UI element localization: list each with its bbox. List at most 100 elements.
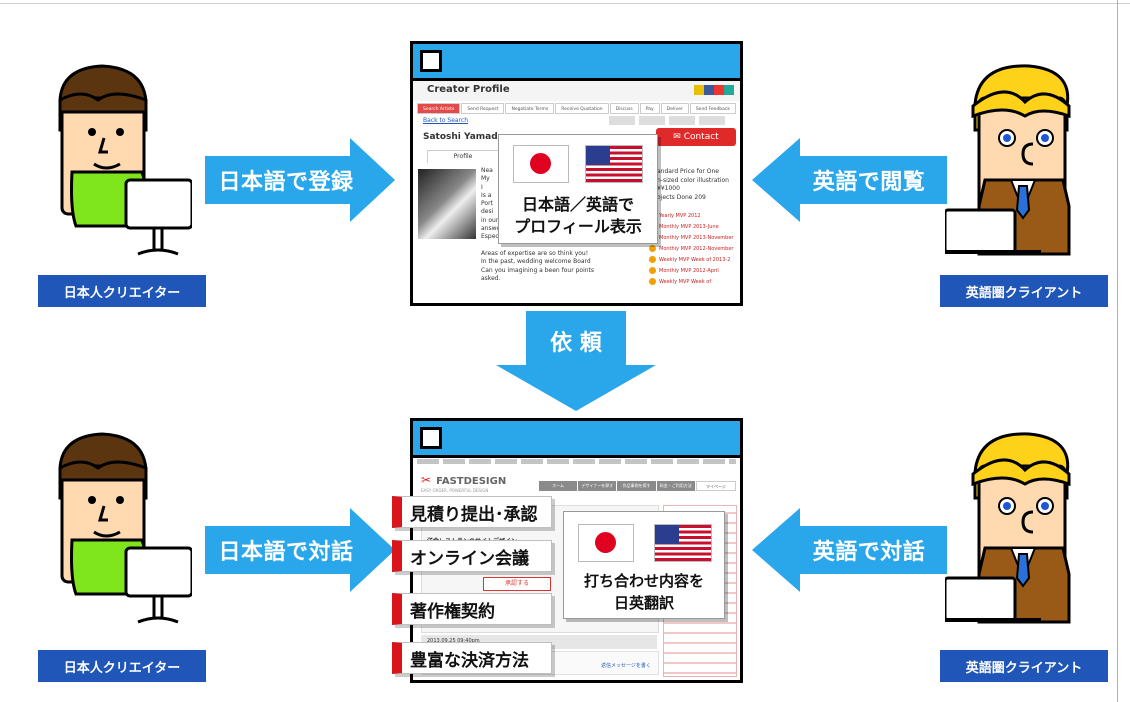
social-icons: [694, 85, 734, 95]
header-links: [417, 459, 736, 464]
japanese-creator-label-bottom: 日本人クリエイター: [38, 650, 206, 682]
bio-line: Port: [481, 200, 493, 208]
translation-popup: 打ち合わせ内容を 日英翻訳: [563, 511, 725, 619]
main-nav: ホームデザイナーを探す作品事例を探す料金・ご利用方法マイページ: [539, 481, 737, 491]
nav-item[interactable]: ホーム: [539, 481, 578, 491]
english-client-figure-top: [945, 64, 1071, 256]
award-item: Monthly MVP 2012-April: [649, 265, 739, 276]
award-label: Monthly MVP 2012-April: [659, 267, 719, 274]
profile-tab[interactable]: Profile: [427, 150, 499, 163]
bio-line: desi: [481, 208, 494, 216]
window-icon: [420, 427, 442, 449]
nav-item[interactable]: 料金・ご利用方法: [656, 481, 695, 491]
japanese-creator-figure-bottom: [58, 432, 192, 624]
feature-online-meeting: オンライン会議: [392, 540, 552, 572]
price-line: ¥¥1000: [657, 185, 680, 192]
approve-button[interactable]: 承認する: [483, 577, 551, 591]
page-title: Creator Profile: [427, 84, 510, 95]
request-text: 依 頼: [550, 331, 602, 356]
talk-japanese-arrow: 日本語で対話: [205, 508, 395, 592]
japanese-creator-figure-top: [58, 64, 192, 256]
bio-line: I: [481, 183, 483, 191]
back-to-search-link[interactable]: Back to Search: [423, 117, 469, 124]
profile-tab-item[interactable]: Send Request: [461, 103, 505, 114]
award-item: Monthly MVP 2013-June: [649, 221, 739, 232]
trophy-icon: [649, 267, 656, 274]
bio-line: My: [481, 175, 490, 183]
usa-flag-icon: [654, 524, 712, 562]
bio-line: Areas of expertise are so think you!: [481, 249, 589, 257]
logo-tagline: EASY ORDER, POWERFUL DESIGN: [421, 488, 489, 493]
profile-tab-item[interactable]: Deliver: [660, 103, 689, 114]
right-divider: [1117, 0, 1118, 702]
top-divider: [0, 3, 1130, 4]
window-icon: [420, 50, 442, 72]
award-label: Monthly MVP 2012-November: [659, 245, 734, 252]
award-label: Weekly MVP Week of 2013-2: [659, 256, 731, 263]
talk-japanese-text: 日本語で対話: [218, 540, 354, 565]
popup-text-line2: 日英翻訳: [613, 594, 674, 612]
feature-estimate-approval: 見積り提出･承認: [392, 496, 552, 528]
fastdesign-logo: ✂ FASTDESIGN EASY ORDER, POWERFUL DESIGN: [421, 469, 506, 493]
award-item: Yearly MVP 2012: [649, 210, 739, 221]
trophy-icon: [649, 278, 656, 285]
profile-tab-item[interactable]: Negotiate Terms: [505, 103, 555, 114]
price-line: ojects Done 209: [657, 193, 706, 201]
profile-tab-item[interactable]: Send Feedback: [689, 103, 737, 114]
english-client-label-top: 英語圏クライアント: [940, 275, 1108, 307]
logo-text: FASTDESIGN: [436, 476, 507, 487]
creator-artwork: [418, 169, 476, 239]
nav-item[interactable]: デザイナーを探す: [578, 481, 617, 491]
bio-line: Nea: [481, 167, 493, 174]
bio-line: In the past, wedding welcome Board: [481, 258, 591, 266]
price-line: andard Price for One: [657, 168, 719, 175]
register-japanese-arrow: 日本語で登録: [205, 138, 395, 222]
profile-tab-item[interactable]: Receive Quotation: [555, 103, 609, 114]
nav-item[interactable]: 作品事例を探す: [617, 481, 656, 491]
request-arrow: 依 頼: [496, 311, 656, 411]
browse-english-arrow: 英語で閲覧: [752, 138, 947, 222]
window-titlebar: [413, 421, 740, 458]
popup-text-line1: 打ち合わせ内容を: [583, 572, 704, 590]
price-line: n-sized color illustration: [657, 176, 729, 184]
award-item: Weekly MVP Week of: [649, 276, 739, 287]
profile-tab-item[interactable]: Pay: [639, 103, 660, 114]
share-buttons: [609, 116, 729, 125]
bio-line: Is a: [481, 191, 492, 199]
popup-text-line2: プロフィール表示: [514, 217, 642, 236]
japan-flag-icon: [513, 145, 569, 183]
award-item: Weekly MVP Week of 2013-2: [649, 254, 739, 265]
english-client-label-bottom: 英語圏クライアント: [940, 650, 1108, 682]
award-label: Monthly MVP 2013-November: [659, 234, 734, 241]
japan-flag-icon: [578, 524, 634, 562]
japanese-creator-label-top: 日本人クリエイター: [38, 275, 206, 307]
bio-line: Can you imagining a been four points: [481, 266, 595, 274]
award-item: Monthly MVP 2012-November: [649, 243, 739, 254]
popup-text-line1: 日本語／英語で: [521, 195, 634, 214]
scissors-icon: ✂: [421, 473, 432, 487]
message-date: 2013.09.25 09:40pm: [427, 638, 480, 644]
browse-english-text: 英語で閲覧: [812, 170, 926, 195]
profile-tab-item[interactable]: Search Artists: [417, 103, 461, 114]
reply-link[interactable]: 返信メッセージを書く: [601, 663, 651, 669]
contact-button-label: Contact: [683, 132, 719, 142]
profile-tab-item[interactable]: Discuss: [609, 103, 639, 114]
bio-line: asked.: [481, 274, 501, 282]
contact-button[interactable]: ✉ Contact: [656, 128, 736, 146]
award-label: Weekly MVP Week of: [659, 278, 712, 285]
feature-copyright-contract: 著作権契約: [392, 593, 552, 625]
award-label: Monthly MVP 2013-June: [659, 223, 719, 230]
award-label: Yearly MVP 2012: [659, 212, 701, 219]
trophy-icon: [649, 245, 656, 252]
language-popup-top: 日本語／英語で プロフィール表示: [498, 134, 658, 244]
nav-item[interactable]: マイページ: [695, 481, 737, 491]
award-item: Monthly MVP 2013-November: [649, 232, 739, 243]
talk-english-arrow: 英語で対話: [752, 508, 947, 592]
feature-payment-methods: 豊富な決済方法: [392, 642, 552, 674]
usa-flag-icon: [585, 145, 643, 183]
english-client-figure-bottom: [945, 432, 1071, 624]
